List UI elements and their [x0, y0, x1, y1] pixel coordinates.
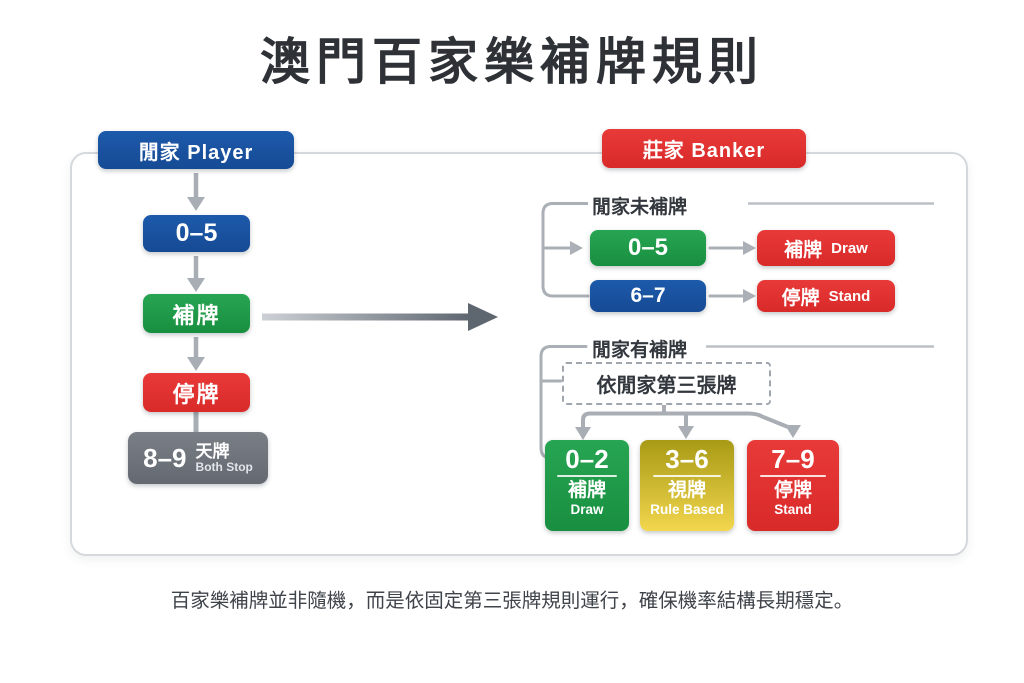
natural-range: 8–9: [143, 442, 187, 473]
banker-header: 莊家 Banker: [602, 129, 806, 168]
section-player-drew-title: 閒家有補牌: [588, 335, 692, 362]
banker-action-draw: 補牌 Draw: [757, 230, 895, 266]
banker-action-stand: 停牌 Stand: [757, 280, 895, 312]
natural-label: 天牌: [195, 441, 230, 461]
player-natural-box: 8–9 天牌 Both Stop: [128, 432, 268, 484]
player-stand-box: 停牌: [143, 373, 250, 412]
divider: [556, 474, 618, 477]
outcome-range: 0–2: [565, 444, 609, 474]
player-range-0-5: 0–5: [143, 215, 250, 252]
action-label-cn: 停牌: [781, 287, 820, 309]
outcome-0-2-draw: 0–2 補牌 Draw: [545, 440, 629, 531]
section-player-no-draw-title: 閒家未補牌: [588, 192, 692, 219]
outcome-action-cn: 視牌: [667, 479, 706, 501]
natural-sublabel: Both Stop: [195, 459, 253, 474]
outcome-3-6-rule-based: 3–6 視牌 Rule Based: [640, 440, 734, 531]
outcome-action-en: Stand: [774, 502, 812, 518]
divider: [653, 474, 721, 477]
outcome-range: 7–9: [771, 444, 815, 474]
banker-range-6-7: 6–7: [590, 280, 706, 312]
action-label-en: Stand: [828, 287, 871, 305]
footer-caption: 百家樂補牌並非隨機，而是依固定第三張牌規則運行，確保機率結構長期穩定。: [170, 590, 854, 612]
player-header: 閒家 Player: [98, 131, 294, 169]
action-label-en: Draw: [831, 239, 868, 257]
outcome-action-en: Rule Based: [650, 502, 724, 518]
divider: [759, 474, 827, 477]
third-card-condition-box: 依閒家第三張牌: [562, 362, 771, 405]
banker-range-0-5: 0–5: [590, 230, 706, 266]
page-title: 澳門百家樂補牌規則: [260, 34, 764, 90]
outcome-7-9-stand: 7–9 停牌 Stand: [747, 440, 839, 531]
outcome-action-en: Draw: [570, 502, 604, 518]
outcome-action-cn: 停牌: [773, 479, 812, 501]
outcome-range: 3–6: [665, 444, 709, 474]
player-draw-box: 補牌: [143, 294, 250, 333]
main-flow-arrow: [262, 313, 470, 321]
action-label-cn: 補牌: [784, 239, 823, 261]
outcome-action-cn: 補牌: [567, 479, 606, 501]
